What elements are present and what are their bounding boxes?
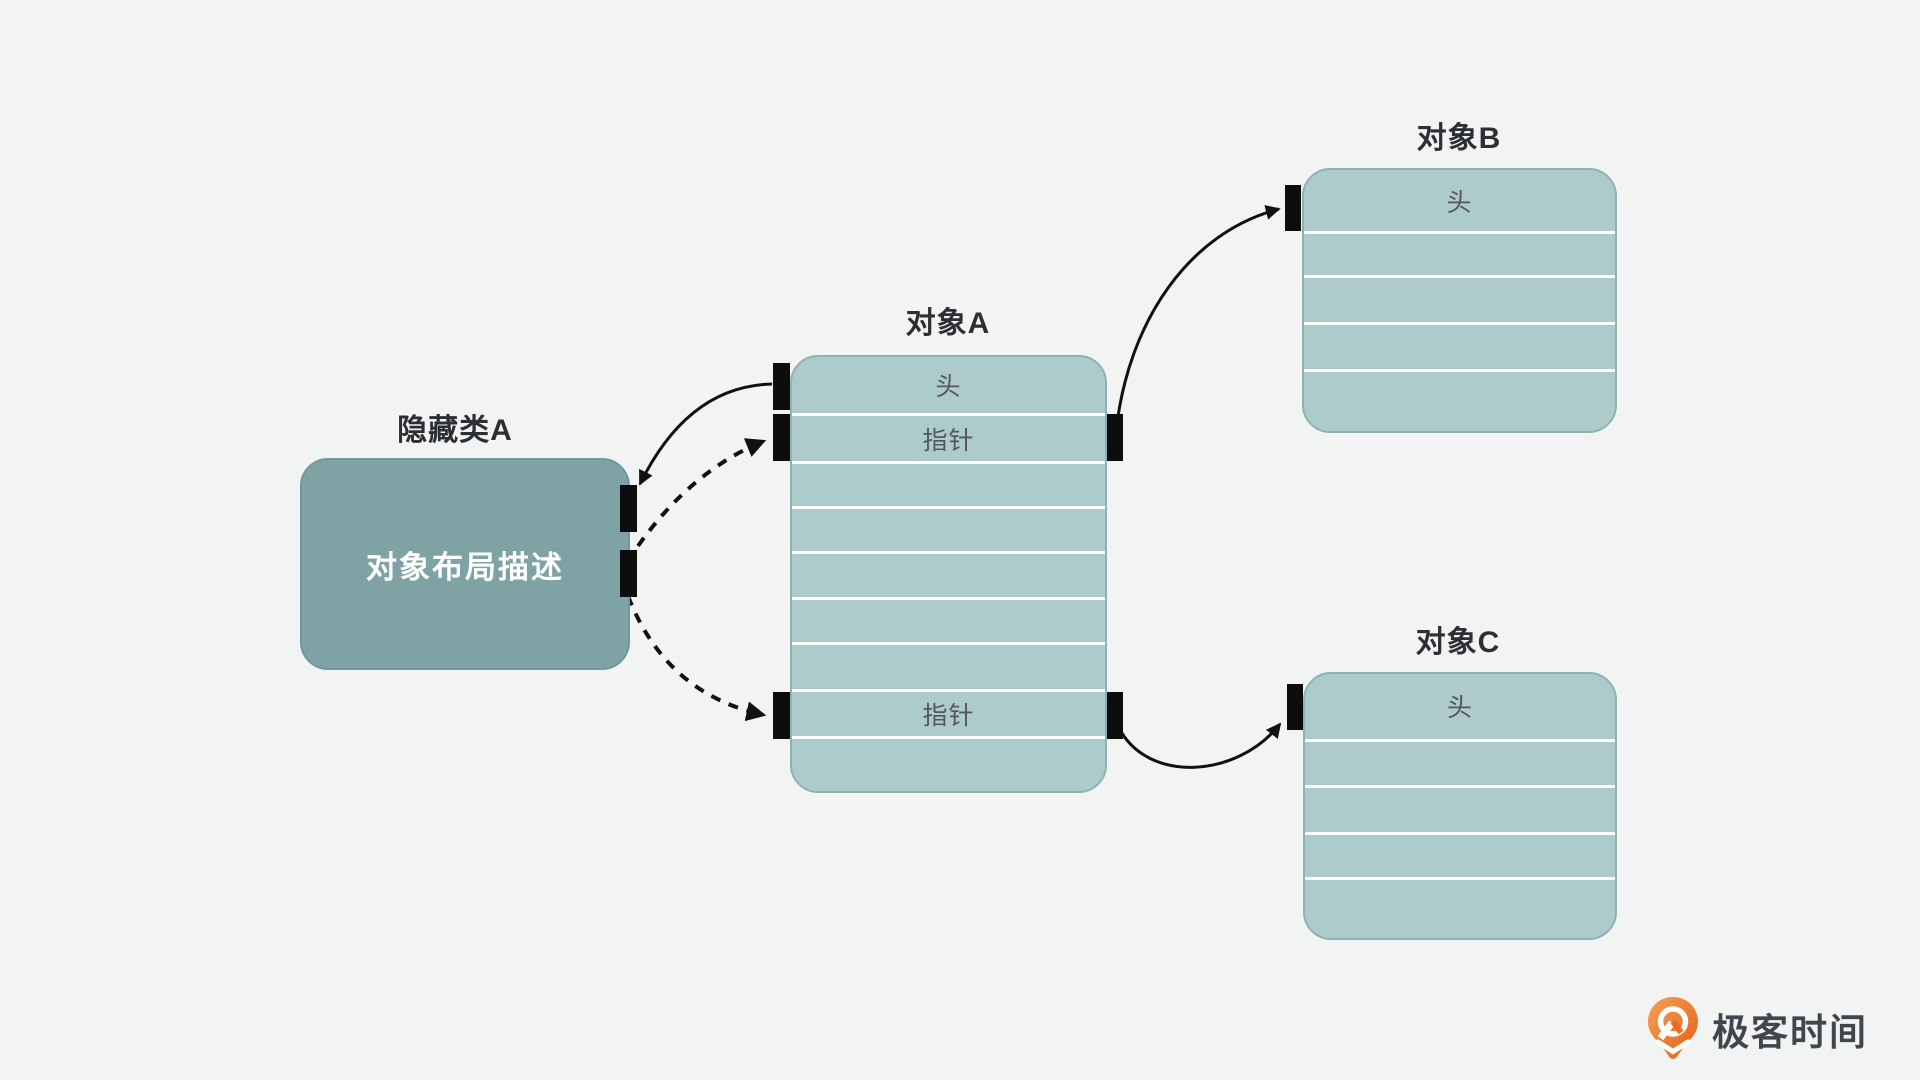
row-label: 指针	[922, 426, 975, 455]
object-a-port-pointer1-right	[1107, 414, 1123, 461]
object-c-row-3	[1305, 831, 1615, 877]
object-b-title: 对象B	[1416, 122, 1502, 155]
object-b-row-2	[1304, 275, 1615, 321]
object-a-port-pointer1-left	[773, 414, 790, 461]
object-a-row-4	[792, 551, 1105, 597]
hidden-class-a-label: 对象布局描述	[366, 549, 564, 585]
object-a-row-5	[792, 596, 1105, 643]
object-a-row-0-label: 头	[792, 357, 1105, 413]
object-c-row-0-label: 头	[1305, 674, 1615, 739]
object-a-title: 对象A	[905, 307, 991, 340]
object-a-port-head-left	[773, 363, 790, 410]
geektime-logo: 极客时间	[1646, 996, 1868, 1062]
object-a-row-2	[792, 461, 1105, 506]
arrow-object-a-pointer2-to-object-c	[1117, 722, 1282, 769]
object-b-row-3	[1304, 321, 1615, 369]
object-a-port-pointer2-right	[1107, 692, 1123, 739]
object-c-box: 头	[1303, 672, 1617, 940]
arrow-object-a-pointer1-to-object-b	[1114, 205, 1281, 433]
geektime-logo-text: 极客时间	[1712, 1012, 1868, 1053]
object-b-row-1	[1304, 231, 1615, 275]
object-c-row-2	[1305, 785, 1615, 831]
row-label: 指针	[922, 702, 975, 731]
object-c-row-1	[1305, 738, 1615, 785]
object-a-row-7-label: 指针	[792, 688, 1105, 737]
object-b-row-4	[1304, 368, 1615, 431]
object-a-box: 头指针指针	[790, 355, 1107, 793]
object-c-row-4	[1305, 876, 1615, 938]
object-c-port-head-left	[1287, 684, 1303, 730]
object-b-port-head-left	[1285, 185, 1301, 231]
hidden-class-port-bottom	[620, 550, 637, 597]
row-label: 头	[1446, 188, 1473, 217]
object-a-port-pointer2-left	[773, 692, 790, 739]
object-b-box: 头	[1302, 168, 1617, 433]
hidden-class-a-title: 隐藏类A	[397, 414, 513, 447]
arrow-hidden-class-to-object-a-pointer2	[626, 595, 767, 722]
row-label: 头	[935, 373, 962, 402]
object-a-row-8	[792, 736, 1105, 791]
object-c-title: 对象C	[1415, 626, 1501, 659]
object-a-row-1-label: 指针	[792, 413, 1105, 461]
hidden-class-a-box: 对象布局描述	[300, 458, 630, 670]
hidden-class-port-top	[620, 485, 637, 532]
arrow-hidden-class-to-object-a-pointer1	[636, 438, 767, 548]
geektime-q-pin-icon	[1648, 997, 1698, 1059]
arrow-object-a-head-to-hidden-class	[638, 382, 773, 486]
object-b-row-0-label: 头	[1304, 170, 1615, 231]
object-a-row-3	[792, 505, 1105, 552]
row-label: 头	[1446, 694, 1473, 723]
object-a-row-6	[792, 642, 1105, 689]
